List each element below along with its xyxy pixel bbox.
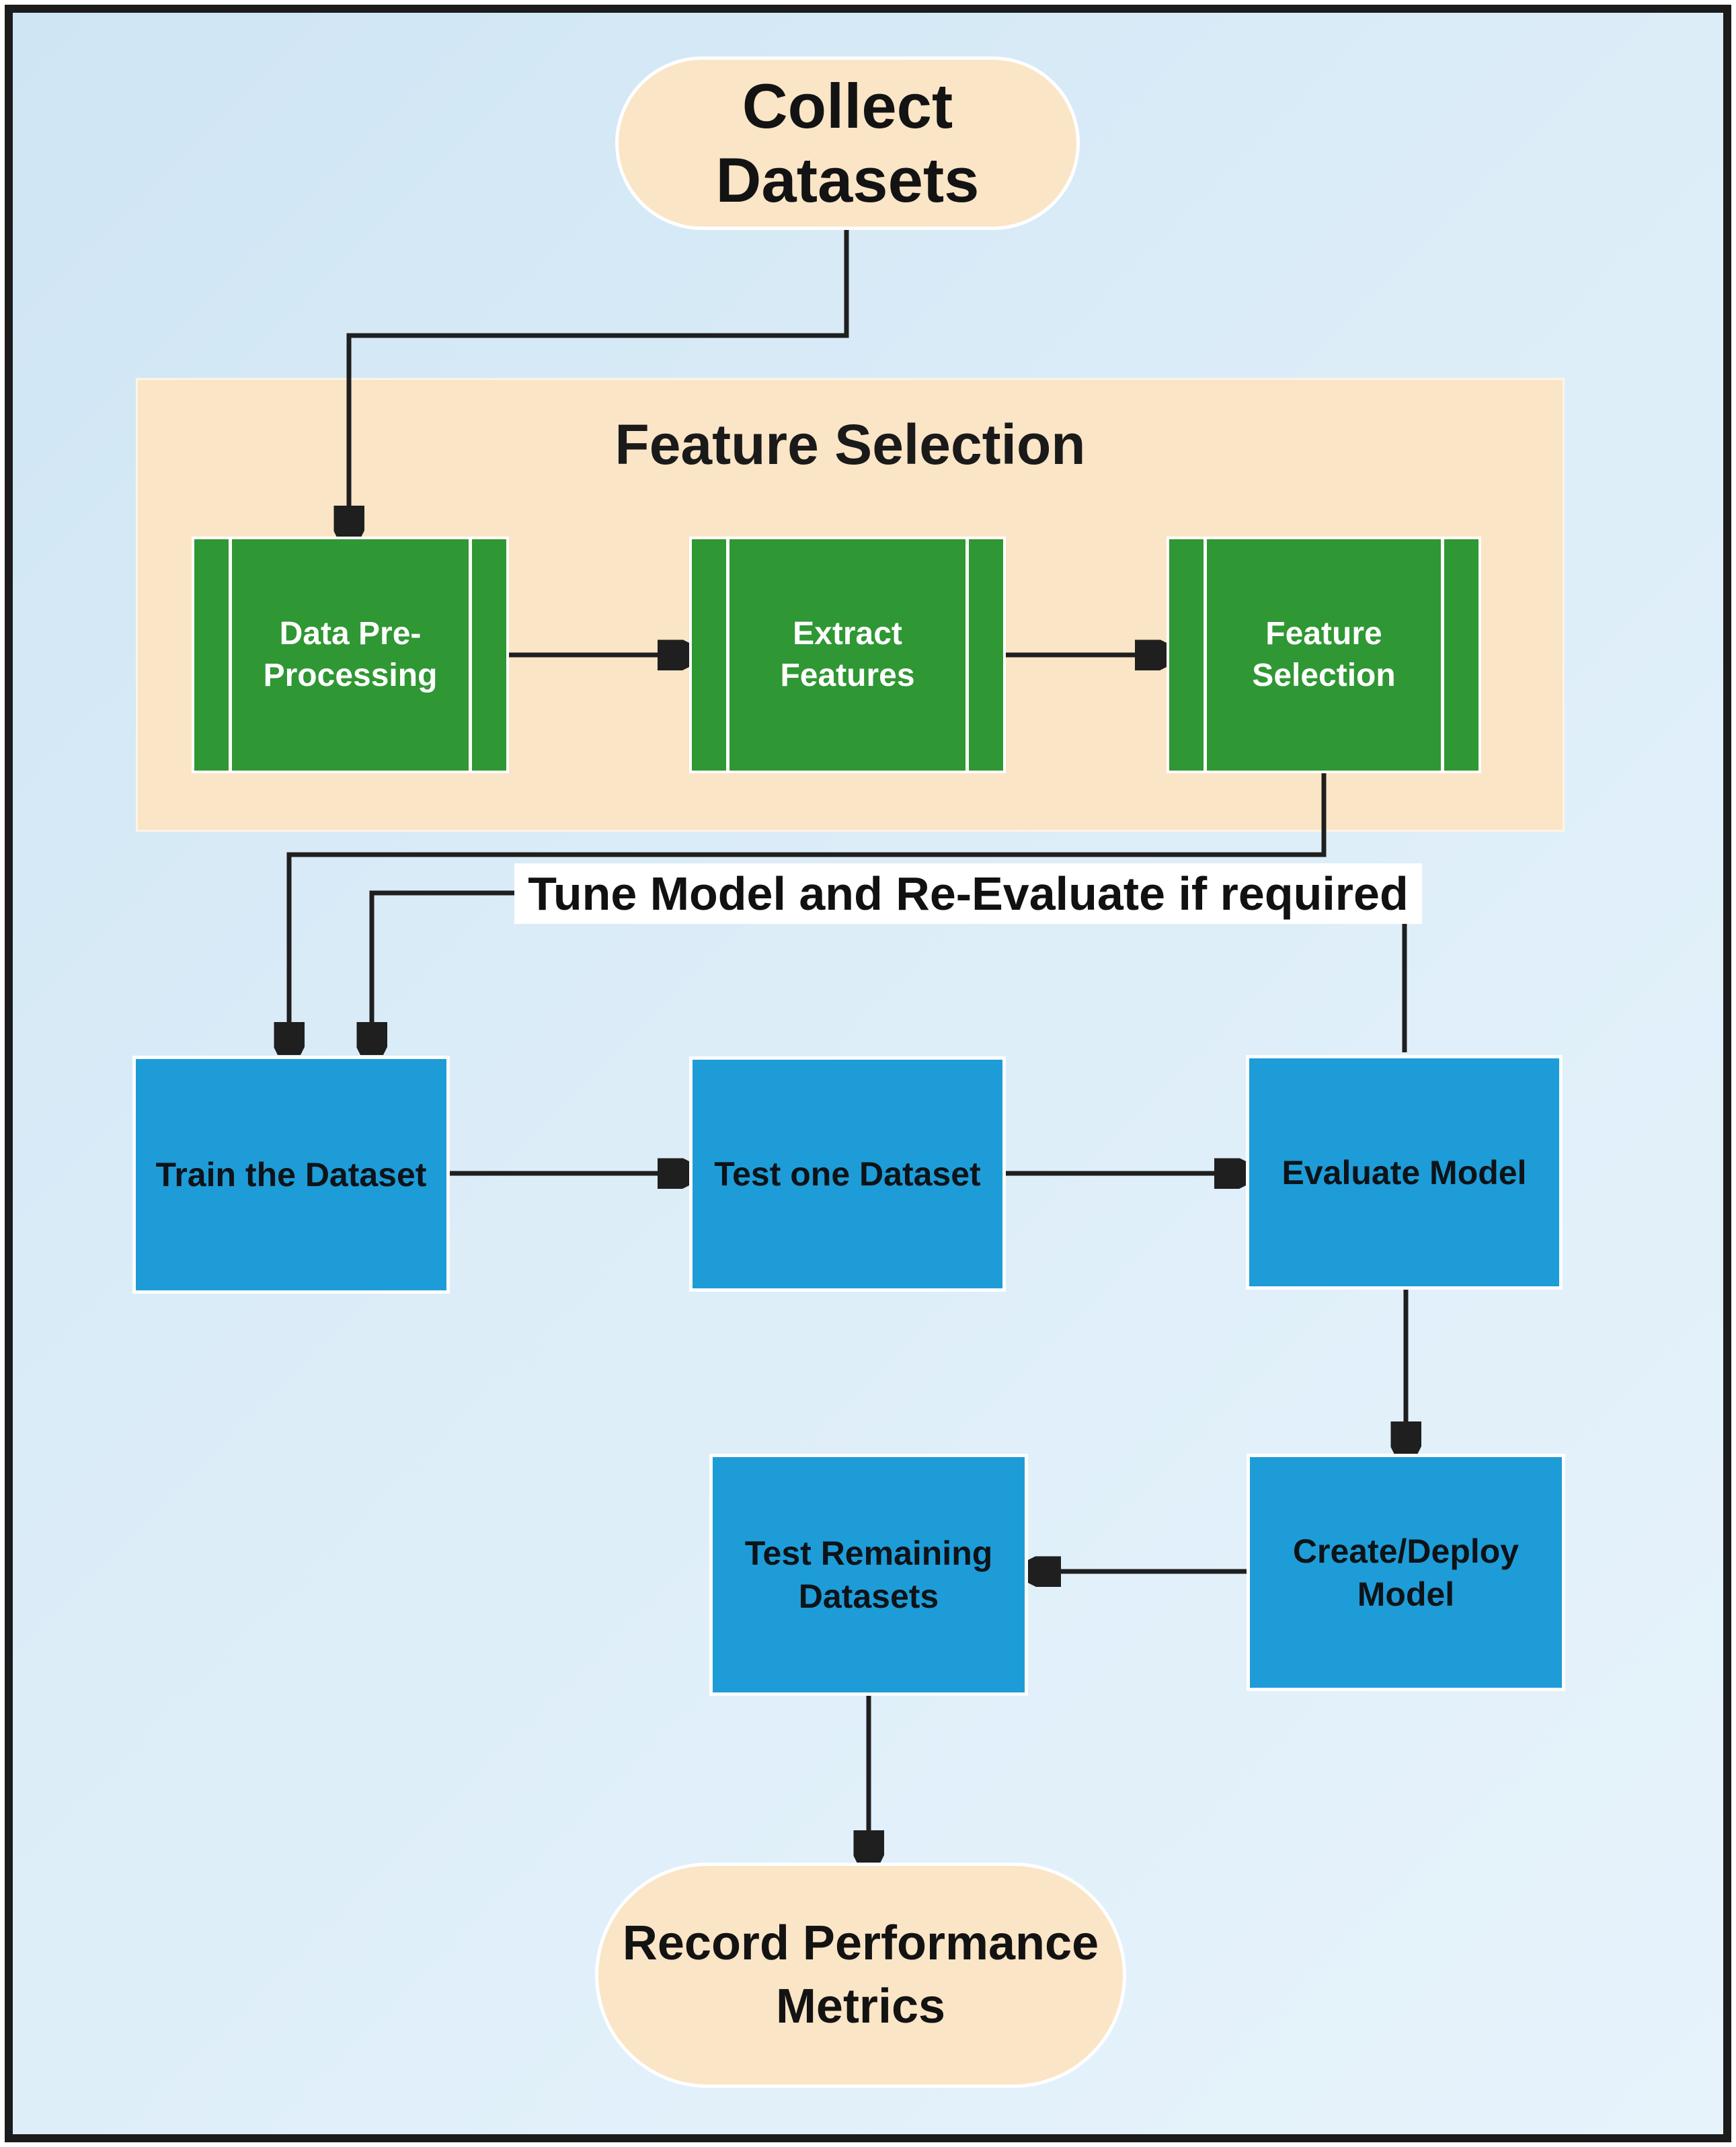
end-terminator-record-metrics: Record Performance Metrics <box>595 1863 1126 2088</box>
step-extract-features-label: Extract Features <box>780 615 915 693</box>
process-test-one-dataset: Test one Dataset <box>689 1056 1006 1292</box>
process-test-remaining-datasets: Test Remaining Datasets <box>709 1454 1028 1696</box>
feature-selection-group-title: Feature Selection <box>615 413 1086 476</box>
step-feature-selection-label: Feature Selection <box>1252 615 1396 693</box>
end-terminator-label: Record Performance Metrics <box>622 1916 1099 2033</box>
start-terminator-collect-datasets: Collect Datasets <box>615 56 1080 230</box>
step-data-preprocessing: Data Pre- Processing <box>192 537 509 773</box>
process-train-dataset-label: Train the Dataset <box>155 1156 427 1194</box>
process-create-deploy-model: Create/Deploy Model <box>1247 1454 1565 1691</box>
arrow-featureselection-to-train <box>289 773 1327 1046</box>
process-test-one-dataset-label: Test one Dataset <box>714 1155 981 1193</box>
process-test-remaining-datasets-label: Test Remaining Datasets <box>744 1534 993 1615</box>
process-evaluate-model-label: Evaluate Model <box>1281 1153 1527 1192</box>
step-data-preprocessing-label: Data Pre- Processing <box>263 615 438 693</box>
feedback-annotation: Tune Model and Re-Evaluate if required <box>514 863 1422 924</box>
process-create-deploy-model-label: Create/Deploy Model <box>1292 1532 1520 1613</box>
step-feature-selection: Feature Selection <box>1167 537 1481 773</box>
arrow-collect-to-preprocessing <box>349 230 849 530</box>
process-train-dataset: Train the Dataset <box>132 1056 450 1294</box>
start-terminator-label: Collect Datasets <box>715 71 980 215</box>
process-evaluate-model: Evaluate Model <box>1246 1055 1563 1290</box>
step-extract-features: Extract Features <box>689 537 1006 773</box>
